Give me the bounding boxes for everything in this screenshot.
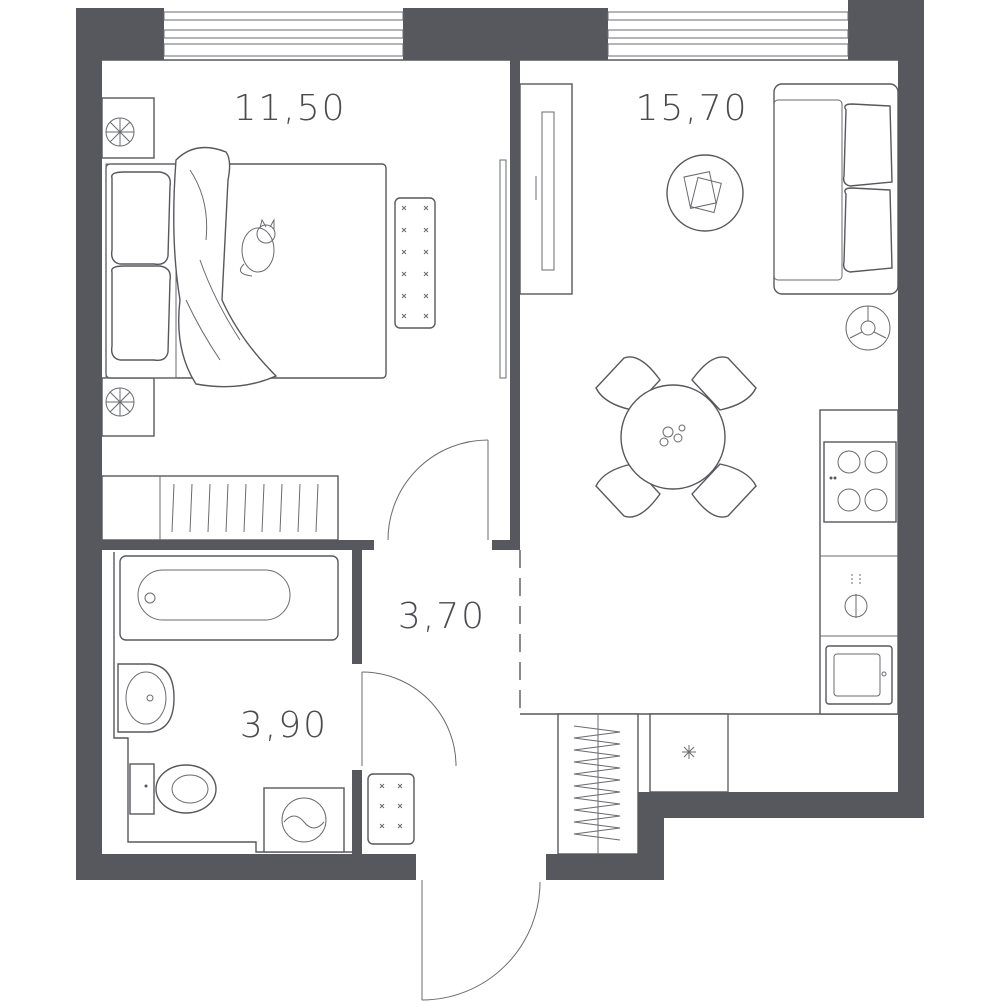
window-bedroom bbox=[163, 11, 404, 57]
wall-top-middle bbox=[403, 8, 608, 60]
room-area-kitchen-living: 15,70 bbox=[635, 88, 748, 129]
cat-icon bbox=[239, 218, 276, 277]
stove-icon bbox=[823, 441, 897, 523]
door-swing-icon bbox=[361, 671, 457, 767]
ottoman bbox=[394, 197, 436, 329]
bed-icon bbox=[105, 146, 387, 388]
bedroom-furniture bbox=[101, 97, 507, 541]
window-living bbox=[607, 11, 849, 57]
windows bbox=[163, 11, 849, 57]
sofa-icon bbox=[773, 83, 899, 295]
wall-bath-top bbox=[102, 540, 374, 550]
wall-notch-horizontal bbox=[638, 792, 924, 818]
bathtub-icon bbox=[119, 555, 339, 641]
wall-right bbox=[898, 60, 924, 792]
pouf bbox=[367, 773, 415, 845]
nightstand-top bbox=[101, 97, 155, 159]
dining-table-icon bbox=[595, 356, 757, 518]
wall-entrance-left bbox=[362, 854, 416, 880]
doors bbox=[361, 439, 541, 1001]
faucet-icon bbox=[844, 574, 868, 618]
utility-closet bbox=[649, 713, 729, 793]
door-swing-icon bbox=[421, 880, 541, 1001]
tv-unit bbox=[519, 83, 573, 295]
lamp-icon bbox=[106, 388, 134, 416]
wall-left-upper bbox=[76, 8, 102, 188]
wall-stub-hall bbox=[492, 540, 520, 550]
lamp-icon bbox=[106, 118, 134, 146]
room-area-hallway: 3,70 bbox=[398, 596, 486, 637]
lamp-icon bbox=[845, 305, 891, 351]
flower-vase bbox=[659, 424, 686, 447]
washing-machine-icon bbox=[263, 787, 345, 853]
wardrobe-icon bbox=[557, 713, 639, 855]
door-swing-icon bbox=[387, 439, 489, 541]
wardrobe-icon bbox=[101, 475, 339, 541]
room-area-bathroom: 3,90 bbox=[240, 705, 328, 746]
wall-left bbox=[76, 188, 102, 880]
wall-bottom-left bbox=[76, 854, 416, 880]
wall-bath-right-upper bbox=[352, 550, 362, 664]
area-labels: 11,50 15,70 3,70 3,90 bbox=[233, 88, 748, 746]
toilet-icon bbox=[129, 763, 217, 815]
living-furniture bbox=[519, 83, 899, 793]
boiler-icon bbox=[682, 745, 696, 759]
wall-top-right bbox=[848, 0, 924, 60]
coffee-table-icon bbox=[666, 154, 744, 232]
room-area-bedroom: 11,50 bbox=[233, 88, 346, 129]
wall-partition-center bbox=[510, 60, 520, 550]
nightstand-bottom bbox=[101, 377, 155, 437]
walls bbox=[76, 0, 924, 880]
sink-icon bbox=[825, 645, 893, 705]
hallway-furniture bbox=[367, 713, 639, 855]
wall-bath-right-lower bbox=[352, 770, 362, 854]
washbasin-icon bbox=[117, 663, 175, 733]
wall-panel bbox=[499, 159, 507, 379]
bathroom-furniture bbox=[117, 555, 345, 853]
